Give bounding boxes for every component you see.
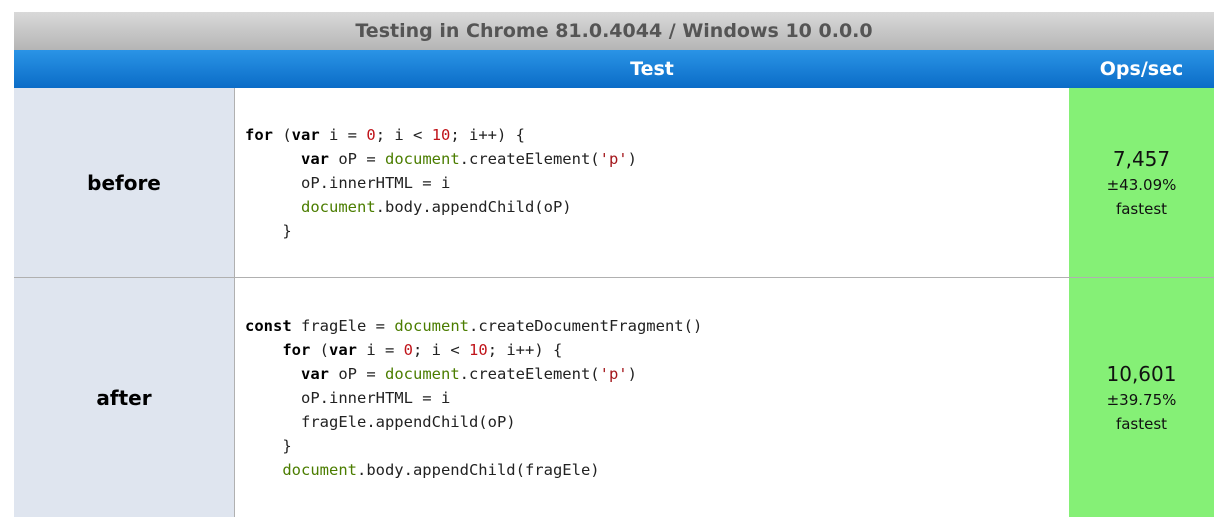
test-name: after	[14, 278, 235, 517]
test-code-cell: for (var i = 0; i < 10; i++) { var oP = …	[235, 88, 1069, 277]
code-line: oP.innerHTML = i	[245, 173, 451, 192]
table-row: after const fragEle = document.createDoc…	[14, 278, 1214, 517]
code-line: for (var i = 0; i < 10; i++) {	[245, 125, 526, 144]
code-line: fragEle.appendChild(oP)	[245, 412, 516, 431]
test-code: const fragEle = document.createDocumentF…	[245, 314, 702, 482]
test-name: before	[14, 88, 235, 277]
ops-rme: ±39.75%	[1106, 390, 1177, 409]
test-code: for (var i = 0; i < 10; i++) { var oP = …	[245, 123, 637, 243]
ops-status: fastest	[1115, 199, 1168, 218]
code-line: }	[245, 221, 292, 240]
table-header: Test Ops/sec	[14, 50, 1214, 88]
code-line: var oP = document.createElement('p')	[301, 149, 637, 168]
ops-result-cell: 10,601 ±39.75% fastest	[1069, 278, 1214, 517]
code-line: const fragEle = document.createDocumentF…	[245, 316, 703, 335]
header-blank-cell	[14, 50, 235, 88]
ops-value: 7,457	[1112, 146, 1171, 171]
code-line: var oP = document.createElement('p')	[301, 364, 637, 383]
table-row: before for (var i = 0; i < 10; i++) { va…	[14, 88, 1214, 278]
ops-rme: ±43.09%	[1106, 175, 1177, 194]
benchmark-results-table: Testing in Chrome 81.0.4044 / Windows 10…	[14, 12, 1214, 517]
code-line: for (var i = 0; i < 10; i++) {	[282, 340, 563, 359]
header-ops-per-sec: Ops/sec	[1099, 58, 1184, 80]
ops-status: fastest	[1115, 414, 1168, 433]
ops-result-cell: 7,457 ±43.09% fastest	[1069, 88, 1214, 277]
code-line: }	[245, 436, 292, 455]
code-line: document.body.appendChild(fragEle)	[282, 460, 600, 479]
code-line: oP.innerHTML = i	[245, 388, 451, 407]
test-code-cell: const fragEle = document.createDocumentF…	[235, 278, 1069, 517]
ops-value: 10,601	[1106, 361, 1177, 386]
header-test: Test	[630, 58, 674, 80]
table-caption: Testing in Chrome 81.0.4044 / Windows 10…	[14, 12, 1214, 50]
code-line: document.body.appendChild(oP)	[301, 197, 572, 216]
